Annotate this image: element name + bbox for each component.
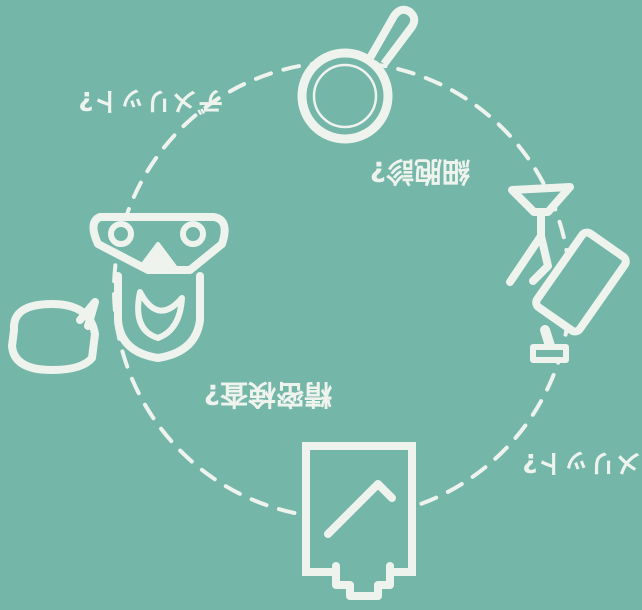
label-cytology: 細胞診? <box>370 155 470 188</box>
label-detailed-exam: 精密検査? <box>204 378 332 411</box>
document-icon <box>302 442 416 600</box>
label-merit: メリット? <box>522 447 641 477</box>
person-speech-icon <box>8 213 229 374</box>
label-demerit: デメリット? <box>78 85 223 116</box>
microscope-icon <box>506 183 630 363</box>
magnifying-glass-icon <box>297 5 419 144</box>
